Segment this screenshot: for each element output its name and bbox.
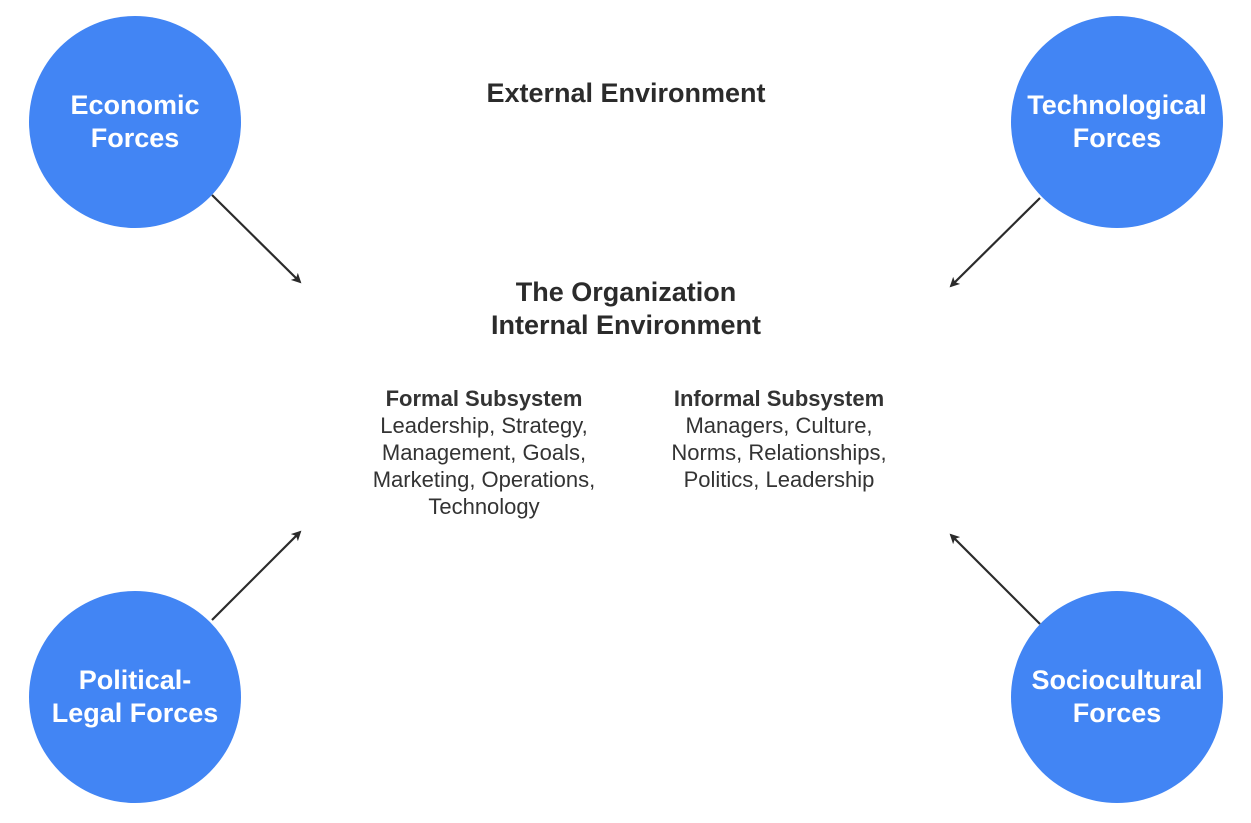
- informal-subsystem-line: Managers, Culture,: [685, 413, 873, 438]
- formal-subsystem-line: Marketing, Operations,: [372, 467, 596, 492]
- formal-subsystem-line: Leadership, Strategy,: [380, 413, 588, 438]
- formal-subsystem-line: Technology: [428, 494, 540, 519]
- technological-forces-label-line2: Forces: [1072, 123, 1162, 153]
- economic-forces-label-line2: Forces: [90, 123, 180, 153]
- economic-forces-node: Economic Forces: [29, 16, 241, 228]
- external-environment-title: External Environment: [486, 78, 766, 108]
- organization-title: The Organization Internal Environment: [376, 276, 876, 342]
- organization-title-line1: The Organization: [515, 277, 737, 307]
- formal-subsystem-line: Management, Goals,: [381, 440, 587, 465]
- informal-subsystem-line: Politics, Leadership: [683, 467, 875, 492]
- informal-subsystem-title: Informal Subsystem: [673, 386, 885, 411]
- political-legal-forces-label-line1: Political-: [78, 665, 192, 695]
- sociocultural-forces-label-line2: Forces: [1072, 698, 1162, 728]
- formal-subsystem: Formal Subsystem Leadership, Strategy, M…: [334, 385, 634, 520]
- arrow-technological-to-organization: [949, 197, 1041, 288]
- economic-forces-label-line1: Economic: [70, 90, 200, 120]
- arrow-political-to-organization: [211, 530, 302, 621]
- informal-subsystem: Informal Subsystem Managers, Culture, No…: [629, 385, 929, 493]
- formal-subsystem-title: Formal Subsystem: [385, 386, 583, 411]
- technological-forces-node: Technological Forces: [1011, 16, 1223, 228]
- sociocultural-forces-label-line1: Sociocultural: [1031, 665, 1203, 695]
- sociocultural-forces-node: Sociocultural Forces: [1011, 591, 1223, 803]
- organization-title-line2: Internal Environment: [490, 310, 762, 340]
- political-legal-forces-node: Political- Legal Forces: [29, 591, 241, 803]
- arrow-economic-to-organization: [211, 194, 302, 284]
- informal-subsystem-line: Norms, Relationships,: [671, 440, 887, 465]
- arrow-sociocultural-to-organization: [949, 533, 1041, 625]
- political-legal-forces-label-line2: Legal Forces: [51, 698, 219, 728]
- technological-forces-label-line1: Technological: [1027, 90, 1207, 120]
